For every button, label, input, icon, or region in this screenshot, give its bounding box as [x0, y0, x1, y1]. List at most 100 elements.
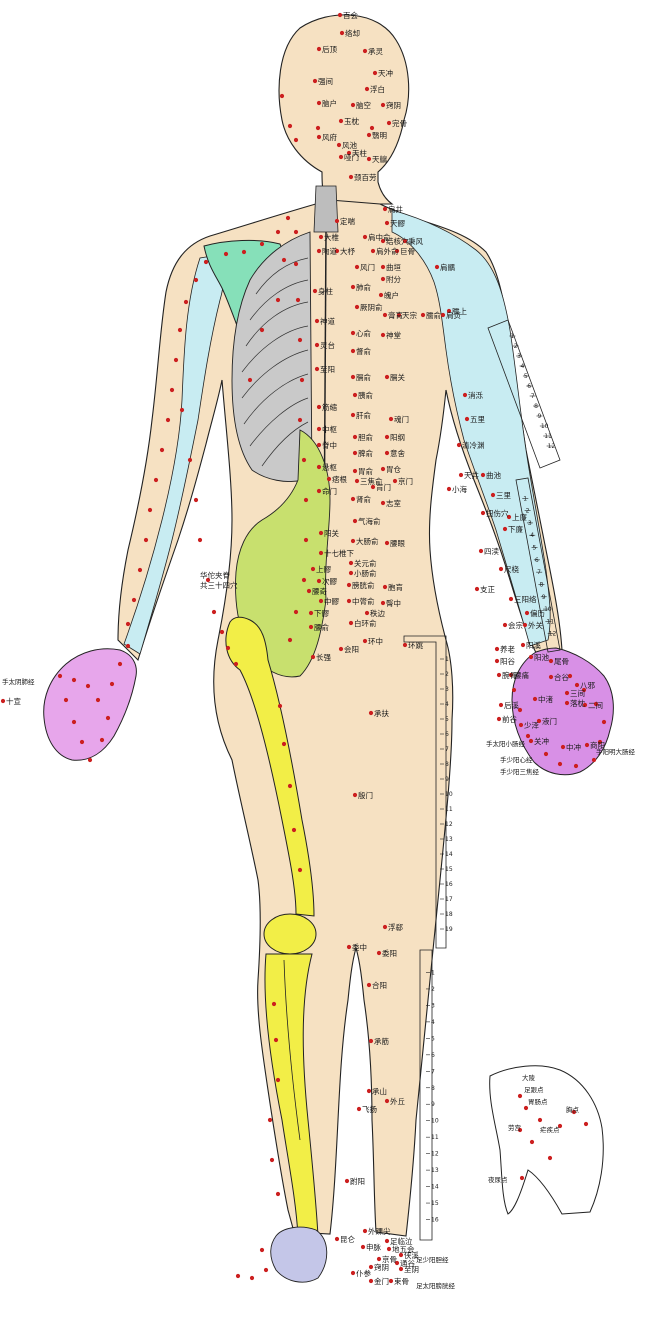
acupoint-marker-extra-56 [275, 1077, 281, 1083]
acupoint-marker-tianchong [372, 70, 378, 76]
acupoint-marker-zuqiaoyin [368, 1264, 374, 1270]
acupoint-marker-extra-35 [275, 297, 281, 303]
ruler-tick-label-thigh-11: 12 [445, 821, 453, 828]
acupoint-label-yangchi: 阳池 [534, 652, 549, 662]
acupoint-marker-extra-16 [165, 417, 171, 423]
acupoint-marker-extra-47 [293, 609, 299, 615]
acupoint-label-shiqizhuixia: 十七椎下 [324, 548, 354, 558]
acupoint-label-erjian: 二间 [588, 701, 603, 710]
acupoint-marker-zhengzheng [474, 586, 480, 592]
acupoint-marker-jizhong [316, 442, 322, 448]
acupoint-marker-yishe [384, 450, 390, 456]
ruler-arm [487, 319, 561, 469]
ruler-tick-label-leg-12: 13 [431, 1167, 439, 1174]
acupoint-marker-taodao [316, 248, 322, 254]
acupoint-marker-baihuanshu [348, 620, 354, 626]
acupoint-marker-weishu [352, 468, 358, 474]
ruler-thigh [403, 635, 447, 949]
acupoint-label-shenzhu: 身柱 [318, 286, 333, 296]
acupoint-marker-chengshan [366, 1088, 372, 1094]
acupoint-label-yemen: 液门 [542, 716, 557, 726]
acupoint-marker-shangyang [584, 742, 590, 748]
acupoint-label-zhiyang: 至阳 [320, 365, 335, 374]
acupoint-marker-zulinqi [384, 1238, 390, 1244]
acupoint-marker-zhongliao [318, 598, 324, 604]
acupoint-label-tianyou: 天牖 [372, 154, 387, 164]
acupoint-label-fuxi: 浮郄 [388, 922, 403, 932]
acupoint-marker-dazhu [334, 248, 340, 254]
acupoint-marker-baohuang [382, 584, 388, 590]
meridian-label-hand_taiyang_small: 手太阳小肠经 [486, 739, 526, 748]
acupoint-marker-extra-73 [57, 673, 63, 679]
acupoint-marker-yangchi [528, 654, 534, 660]
acupoint-label-xiaxi: 侠溪 [404, 1250, 419, 1260]
acupoint-marker-xiaxi [398, 1252, 404, 1258]
acupoint-label-xuanshu: 悬枢 [322, 462, 337, 472]
acupoint-marker-extra-15 [169, 387, 175, 393]
acupoint-label-yanggu: 阳谷 [500, 657, 515, 666]
acupoint-label-qishangxue: 扭伤穴 [486, 508, 509, 518]
ruler-tick-label-thigh-0: 1 [445, 656, 449, 663]
acupoint-label-kunlun: 昆仑 [340, 1234, 355, 1244]
ruler-tick-label-forearm-0: 1 [523, 495, 527, 502]
acupoint-marker-yangxi [520, 642, 526, 648]
acupoint-label-jingbailao: 颈百劳 [354, 172, 377, 182]
acupoint-label-shaoze: 少泽 [524, 721, 539, 730]
acupoint-marker-yuzhen [338, 118, 344, 124]
ruler-tick-label-thigh-7: 8 [445, 761, 449, 768]
acupoint-marker-extra-25 [187, 457, 193, 463]
acupoint-marker-pucan [350, 1270, 356, 1276]
ruler-tick-label-arm-0: 1 [510, 333, 514, 340]
acupoint-marker-tunzhong [380, 600, 386, 606]
acupoint-label-hunmen: 魂门 [394, 414, 409, 424]
acupoint-marker-jianwaishu [370, 248, 376, 254]
acupoint-marker-extra-64 [63, 697, 69, 703]
acupoint-marker-shendao [314, 318, 320, 324]
acupoint-marker-wangu_hand [496, 672, 502, 678]
acupoint-marker-jugu [394, 248, 400, 254]
acupoint-marker-extra-2 [293, 137, 299, 143]
acupoint-marker-huiyang [338, 646, 344, 652]
acupoint-marker-extra-74 [109, 681, 115, 687]
ruler-tick-label-thigh-16: 17 [445, 896, 453, 903]
acupoint-label-chengfu: 承扶 [374, 708, 389, 718]
acupoint-marker-lingtai [314, 342, 320, 348]
acupoint-marker-extra-32 [233, 661, 239, 667]
acupoint-marker-touqiaoyin [380, 102, 386, 108]
acupoint-label-yishe: 意舍 [390, 448, 405, 458]
acupoint-marker-jinmen [368, 1278, 374, 1284]
ruler-tick-label-forearm-1: 2 [526, 508, 530, 515]
acupoint-marker-wangu [386, 120, 392, 126]
acupoint-label-pishu: 脾俞 [358, 448, 373, 458]
ruler-tick-label-arm-7: 8 [534, 403, 538, 410]
acupoint-marker-extra-91 [537, 1117, 543, 1123]
palm-label-dalin: 大陵 [522, 1073, 536, 1082]
acupoint-marker-zhongchong [560, 744, 566, 750]
acupoint-marker-naoshu [420, 312, 426, 318]
acupoint-label-jingmen: 京门 [398, 476, 413, 486]
acupoint-label-hegu: 合谷 [554, 672, 569, 682]
acupoint-marker-pigen [326, 476, 332, 482]
acupoint-marker-qihaishu [352, 518, 358, 524]
ruler-tick-label-forearm-9: 10 [544, 606, 552, 613]
acupoint-marker-sanyangluo [508, 596, 514, 602]
acupoint-label-yanglao: 养老 [500, 644, 515, 654]
ruler-tick-label-thigh-12: 13 [445, 836, 453, 843]
acupoint-marker-extra-52 [291, 827, 297, 833]
acupoint-label-lingtai: 灵台 [320, 340, 335, 350]
acupoint-marker-fengfu [316, 134, 322, 140]
acupoint-label-tunzhong: 臀中 [386, 598, 401, 608]
acupoint-label-xiaohai: 小海 [452, 484, 467, 494]
acupoint-marker-naokong [350, 102, 356, 108]
acupoint-marker-shenmai [360, 1244, 366, 1250]
acupoint-label-dingchuan: 定喘 [340, 216, 355, 226]
acupoint-label-waihuaijian: 外踝尖 [368, 1226, 391, 1236]
acupoint-label-weiyang2: 委阳 [382, 948, 397, 958]
ruler-tick-label-thigh-6: 7 [445, 746, 449, 753]
acupoint-marker-shenshu [350, 496, 356, 502]
acupoint-marker-extra-40 [297, 337, 303, 343]
acupoint-marker-yaotongdian [508, 672, 514, 678]
acupoint-label-zhishi: 志室 [386, 498, 401, 508]
ruler-tick-label-forearm-10: 11 [546, 618, 554, 625]
